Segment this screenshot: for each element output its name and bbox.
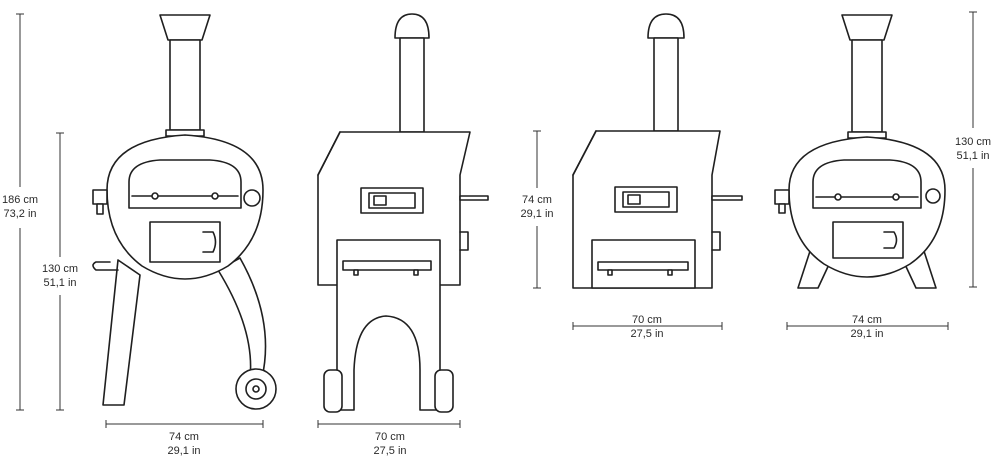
drawer-handle-bar: [597, 261, 689, 271]
view-2-side-with-cart: [317, 13, 489, 413]
side-rod: [711, 195, 743, 201]
chimney-dome: [647, 13, 685, 39]
shelf-bolt-right: [413, 269, 419, 276]
drawer-bolt-left: [607, 269, 613, 276]
v3-height-cm: 74 cm: [522, 194, 552, 206]
v4-height-cm: 130 cm: [955, 136, 991, 148]
firebox-door: [149, 221, 221, 263]
wheel-axle: [252, 385, 260, 393]
v3-width-cm: 70 cm: [632, 314, 662, 326]
chimney-cap: [841, 14, 893, 41]
side-hook: [711, 231, 721, 251]
left-leg: [102, 259, 141, 406]
v1-width-cm: 74 cm: [169, 431, 199, 443]
v4-width-in: 29,1 in: [850, 328, 883, 340]
v1-height-in: 73,2 in: [3, 208, 36, 220]
wheel-left: [323, 369, 343, 413]
v1-body-height-in: 51,1 in: [43, 277, 76, 289]
cart-shelf: [342, 260, 432, 271]
v3-height-in: 29,1 in: [520, 208, 553, 220]
cart-frame: [336, 239, 441, 411]
knob-right: [211, 192, 219, 200]
thermometer-dial: [243, 189, 261, 207]
thermometer-dial: [925, 188, 941, 204]
right-leg: [217, 257, 267, 379]
knob-left: [151, 192, 159, 200]
gas-valve: [92, 189, 108, 205]
door-handle: [202, 231, 217, 253]
knob-left: [834, 193, 842, 201]
v2-width-cm: 70 cm: [375, 431, 405, 443]
body-edge: [572, 130, 597, 176]
chimney-pipe: [653, 37, 679, 132]
shelf-bolt-left: [353, 269, 359, 276]
gas-valve: [774, 189, 790, 205]
v1-width-in: 29,1 in: [167, 445, 200, 457]
view-4-front-short-legs: [774, 14, 946, 289]
v2-width-in: 27,5 in: [373, 445, 406, 457]
side-handle: [92, 261, 119, 271]
gas-valve-stem: [96, 203, 104, 215]
view-1-front-with-cart: [92, 14, 277, 410]
chimney-pipe: [169, 39, 201, 131]
body-edge: [317, 131, 341, 176]
v3-width-in: 27,5 in: [630, 328, 663, 340]
chimney-dome: [394, 13, 430, 39]
dimension-labels: 186 cm 73,2 in 130 cm 51,1 in 74 cm 29,1…: [2, 136, 991, 457]
door-handle: [883, 231, 898, 249]
control-knob: [373, 195, 387, 206]
wheel-hub: [245, 378, 267, 400]
oven-mouth: [128, 159, 242, 209]
wheel-right: [434, 369, 454, 413]
firebox-door: [832, 221, 904, 259]
v4-width-cm: 74 cm: [852, 314, 882, 326]
drawer-bolt-right: [667, 269, 673, 276]
chimney-pipe: [851, 39, 883, 133]
control-knob: [627, 194, 641, 205]
gas-valve-stem: [778, 203, 786, 214]
chimney-pipe: [399, 37, 425, 133]
v4-height-in: 51,1 in: [956, 150, 989, 162]
knob-right: [892, 193, 900, 201]
oven-mouth: [812, 159, 922, 209]
view-3-oven-side: [572, 13, 743, 289]
dimension-lines: [16, 11, 977, 428]
chimney-cap: [159, 14, 211, 41]
side-hook: [459, 231, 469, 251]
v1-body-height-cm: 130 cm: [42, 263, 78, 275]
side-rod: [459, 195, 489, 201]
v1-height-cm: 186 cm: [2, 194, 38, 206]
